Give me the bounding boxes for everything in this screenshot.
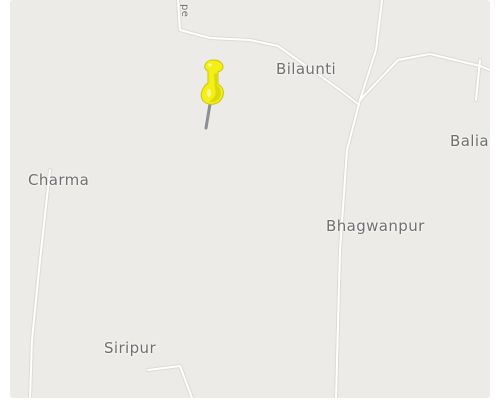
road-baliar-spur xyxy=(475,59,481,101)
road-north-south xyxy=(335,0,383,398)
road-label-top: pe xyxy=(179,4,190,18)
map-base-layer xyxy=(10,0,490,398)
map-view[interactable]: pe Bilaunti Baliar Charma Bhagwanpur Sir… xyxy=(10,0,490,398)
land-area xyxy=(10,0,490,398)
road-to-baliar xyxy=(359,53,490,101)
place-label-siripur: Siripur xyxy=(104,339,157,357)
road-siripur xyxy=(147,365,193,398)
road-west xyxy=(29,169,51,398)
place-label-bilaunti: Bilaunti xyxy=(276,60,337,78)
roads xyxy=(29,0,490,398)
place-label-baliar: Baliar xyxy=(450,132,490,150)
road-to-bilaunti xyxy=(177,0,359,105)
place-label-bhagwanpur: Bhagwanpur xyxy=(326,217,425,235)
push-pin-icon[interactable] xyxy=(196,56,232,132)
place-label-charma: Charma xyxy=(28,171,90,189)
